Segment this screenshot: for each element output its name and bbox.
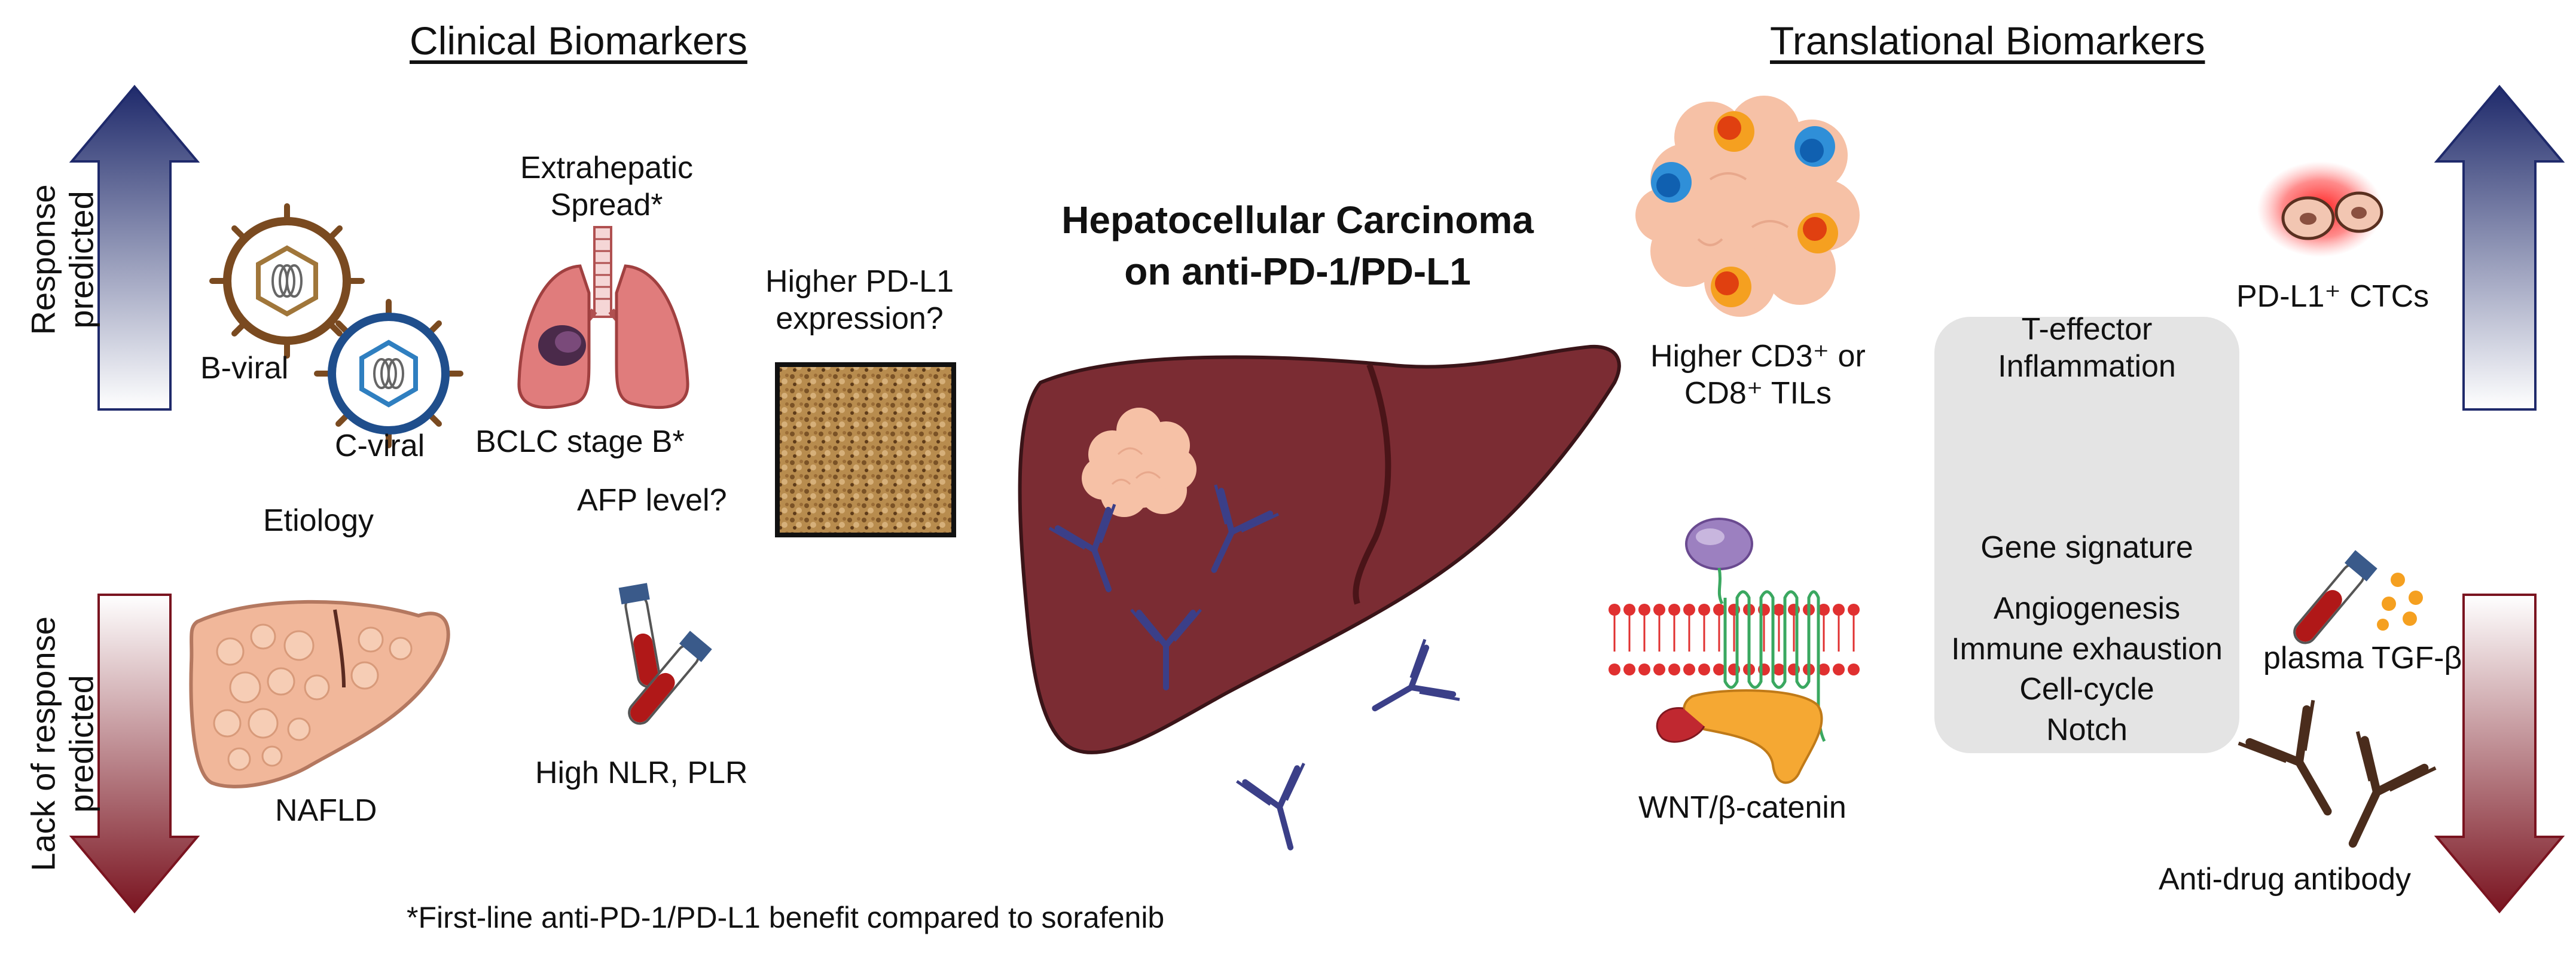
lungs-icon: [517, 226, 689, 409]
angiogenesis-label: Angiogenesis: [1993, 591, 2181, 626]
extrahepatic-label: Extrahepatic Spread*: [520, 149, 693, 224]
hcc-tumor: [1082, 408, 1197, 517]
pdl1-line1: Higher PD-L1: [765, 264, 954, 299]
extrahepatic-line1: Extrahepatic: [520, 151, 694, 185]
c-viral-label: C-viral: [335, 429, 425, 463]
bclc-label: BCLC stage B*: [475, 424, 685, 459]
clinical-header: Clinical Biomarkers: [410, 19, 747, 63]
pdl1-expression-label: Higher PD-L1 expression?: [765, 263, 954, 338]
wnt-label: WNT/β-catenin: [1638, 790, 1846, 825]
response-up-arrow: [69, 84, 200, 411]
pdl1-ihc-image: [775, 362, 956, 537]
plasma-tube-icon: [2293, 550, 2423, 644]
response-label-line2: predicted: [63, 191, 100, 329]
blood-tubes-icon: [618, 583, 712, 725]
gene-signature-panel: [1934, 317, 2239, 753]
immune-exhaustion-label: Immune exhaustion: [1951, 631, 2223, 666]
response-predicted-label: Response predicted: [25, 170, 102, 349]
pdl1-line2: expression?: [776, 301, 944, 337]
center-title-line1: Hepatocellular Carcinoma: [1061, 198, 1534, 241]
translational-header: Translational Biomarkers: [1770, 19, 2205, 63]
ctcs-label: PD-L1⁺ CTCs: [2236, 279, 2430, 314]
cell-cycle-label: Cell-cycle: [2019, 672, 2154, 707]
etiology-label: Etiology: [263, 503, 374, 538]
hcc-liver-icon: [1018, 344, 1621, 857]
tgf-beta-dots: [2377, 573, 2423, 631]
ctcs-icon: [2257, 161, 2383, 257]
tils-label: Higher CD3⁺ or CD8⁺ TILs: [1650, 338, 1866, 412]
lack-response-label: Lack of response predicted: [25, 612, 102, 875]
response-label-line1: Response: [24, 184, 62, 335]
wnt-membrane-icon: [1609, 518, 1860, 784]
nafld-label: NAFLD: [275, 793, 377, 828]
panel-top-label: T-effector Inflammation: [1934, 311, 2239, 386]
b-viral-icon: [209, 203, 365, 359]
nafld-liver-icon: [189, 600, 450, 788]
center-title-line2: on anti-PD-1/PD-L1: [1124, 250, 1471, 293]
extrahepatic-line2: Spread*: [550, 188, 663, 223]
afp-label: AFP level?: [577, 483, 727, 518]
b-viral-label: B-viral: [200, 351, 289, 386]
right-down-arrow: [2434, 594, 2565, 914]
anti-drug-antibody-label: Anti-drug antibody: [2159, 862, 2412, 897]
lack-label-line2: predicted: [63, 675, 100, 813]
center-title: Hepatocellular Carcinoma on anti-PD-1/PD…: [1040, 194, 1555, 298]
right-up-arrow: [2434, 84, 2565, 411]
notch-label: Notch: [2046, 712, 2128, 747]
tils-line1: Higher CD3⁺ or: [1650, 339, 1866, 374]
t-cell: [1651, 111, 1838, 307]
footnote: *First-line anti-PD-1/PD-L1 benefit comp…: [407, 901, 1165, 934]
gene-signature-label: Gene signature: [1980, 530, 2193, 565]
nlr-plr-label: High NLR, PLR: [535, 756, 748, 790]
inflammation-label: Inflammation: [1998, 349, 2176, 384]
panel-bottom-label: Angiogenesis Immune exhaustion Cell-cycl…: [1934, 589, 2239, 750]
plasma-tgf-label: plasma TGF-β: [2263, 641, 2462, 675]
tils-icon: [1635, 96, 1860, 317]
tils-line2: CD8⁺ TILs: [1684, 376, 1832, 411]
anti-drug-antibody-icon: [2239, 700, 2436, 861]
lack-response-down-arrow: [69, 594, 200, 914]
t-effector-label: T-effector: [2021, 312, 2153, 347]
c-viral-icon: [314, 299, 463, 448]
lack-label-line1: Lack of response: [24, 616, 62, 872]
